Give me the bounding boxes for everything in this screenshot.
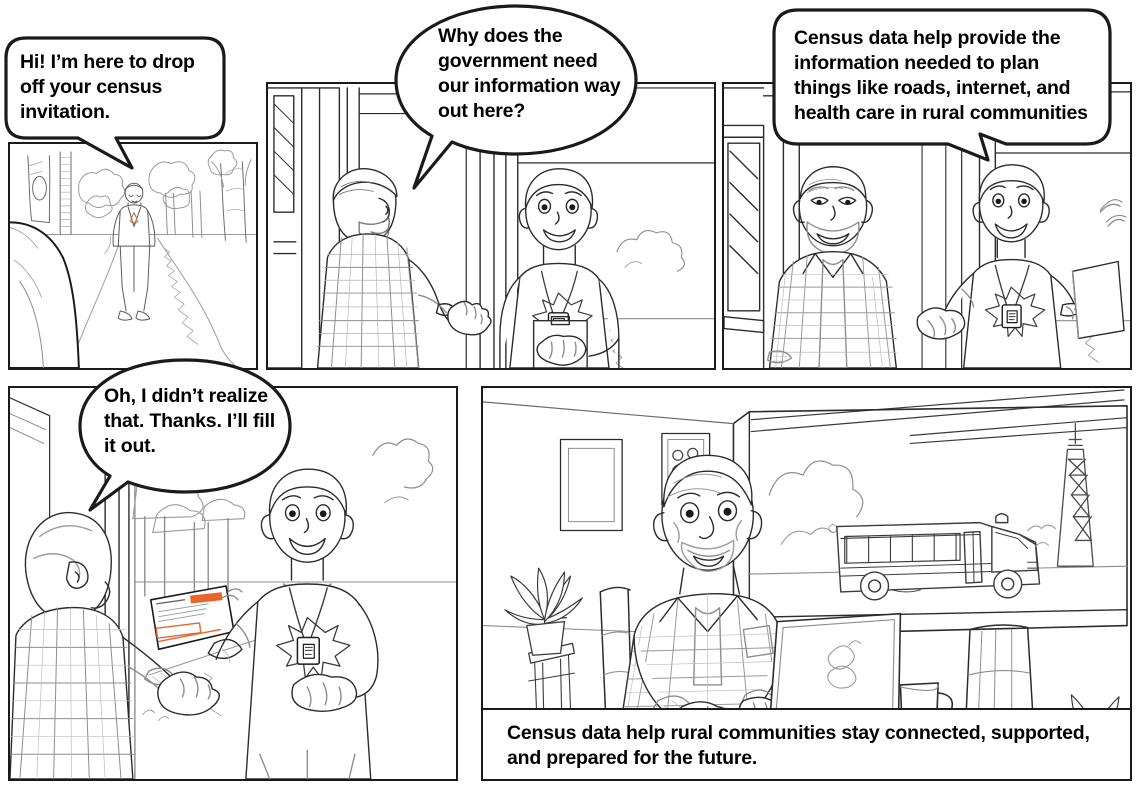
panel-1-scene bbox=[10, 144, 256, 368]
speech-bubble-panel-3: Census data help provide the information… bbox=[772, 8, 1112, 162]
panel-5-caption-text: Census data help rural communities stay … bbox=[507, 722, 1090, 770]
speech-bubble-3-text: Census data help provide the information… bbox=[794, 27, 1088, 124]
speech-bubble-1-text: Hi! I’m here to drop off your census inv… bbox=[20, 51, 195, 123]
comic-panel-1 bbox=[8, 142, 258, 370]
speech-bubble-4-text: Oh, I didn’t realize that. Thanks. I’ll … bbox=[104, 385, 275, 457]
panel-3-scene bbox=[724, 84, 1130, 368]
comic-panel-3 bbox=[722, 82, 1132, 370]
panel-4-scene bbox=[10, 388, 456, 779]
speech-bubble-panel-1: Hi! I’m here to drop off your census inv… bbox=[4, 36, 226, 170]
panel-2-scene bbox=[268, 84, 714, 368]
speech-bubble-panel-2: Why does the government need our informa… bbox=[392, 2, 640, 190]
speech-bubble-2-text: Why does the government need our informa… bbox=[438, 25, 621, 122]
panel-5-caption-box: Census data help rural communities stay … bbox=[481, 708, 1132, 781]
speech-bubble-panel-4: Oh, I didn’t realize that. Thanks. I’ll … bbox=[76, 358, 294, 512]
